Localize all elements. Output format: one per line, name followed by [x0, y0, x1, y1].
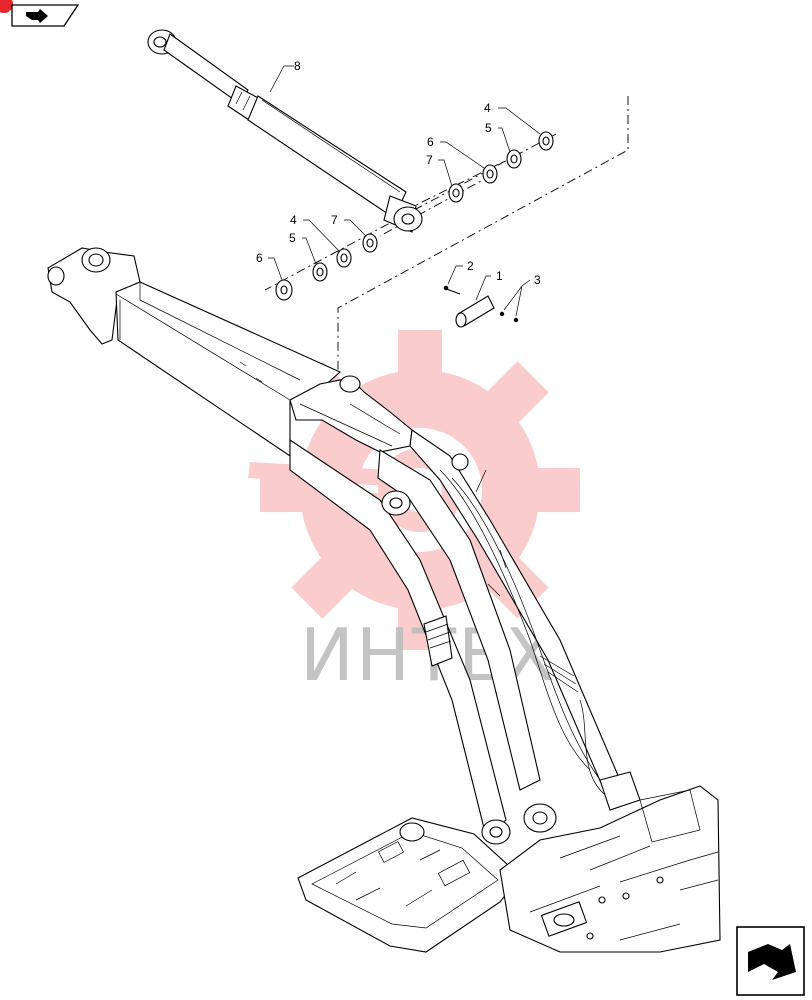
callout-7a: 7 — [426, 153, 433, 167]
washer-set-upper — [448, 131, 554, 203]
washer-set-lower — [275, 233, 378, 301]
chassis — [297, 785, 721, 953]
callout-6b: 6 — [256, 251, 263, 265]
red-corner-dot — [0, 0, 13, 13]
callout-4b: 4 — [290, 213, 297, 227]
callout-7b: 7 — [331, 213, 338, 227]
callout-3: 3 — [534, 273, 541, 287]
callout-6a: 6 — [427, 135, 434, 149]
excavator-boom — [47, 247, 641, 845]
callout-1: 1 — [496, 269, 503, 283]
hydraulic-cylinder — [147, 29, 423, 233]
callout-5a: 5 — [485, 121, 492, 135]
page-forward-icon — [26, 9, 48, 23]
leader-lines — [268, 65, 541, 317]
callout-5b: 5 — [289, 231, 296, 245]
next-page-icon — [748, 944, 796, 980]
pin-assembly — [443, 285, 519, 328]
callout-labels: 8 4 5 6 7 4 5 7 6 2 1 3 — [256, 59, 541, 287]
bottom-nav-button[interactable] — [736, 926, 805, 996]
callout-8: 8 — [294, 59, 301, 73]
top-nav-button[interactable] — [0, 0, 80, 27]
callout-2: 2 — [467, 259, 474, 273]
callout-4a: 4 — [484, 101, 491, 115]
